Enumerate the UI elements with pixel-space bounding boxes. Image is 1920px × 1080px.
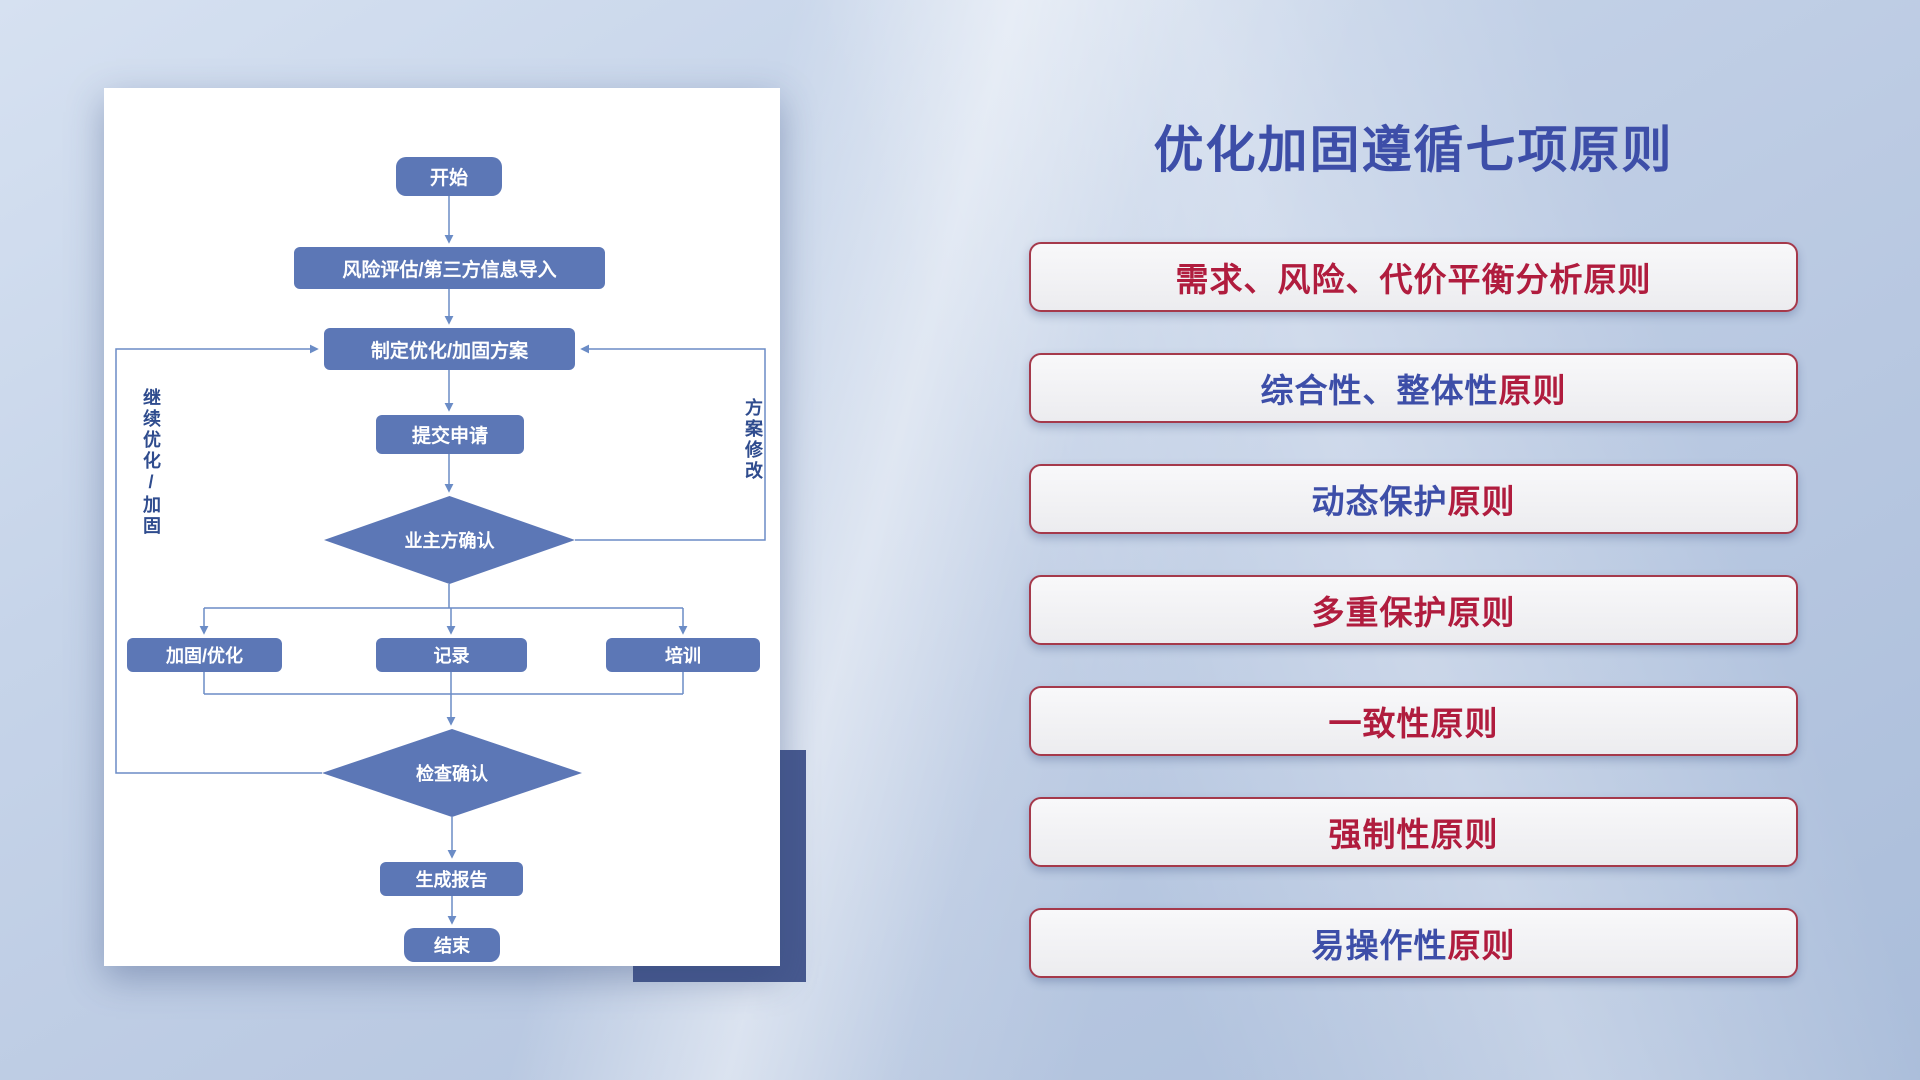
flowchart-node-training: 培训 bbox=[606, 638, 760, 672]
slide-title: 优化加固遵循七项原则 bbox=[1153, 122, 1674, 178]
principle-text: 强制性原则 bbox=[1328, 816, 1499, 853]
principle-box: 一致性原则 bbox=[1029, 686, 1798, 756]
flowchart-node-risk-import: 风险评估/第三方信息导入 bbox=[294, 247, 605, 289]
principle-box: 需求、风险、代价平衡分析原则 bbox=[1029, 242, 1798, 312]
principle-text: 原则 bbox=[1498, 372, 1567, 409]
flowchart-node-make-plan: 制定优化/加固方案 bbox=[324, 328, 575, 370]
principle-box: 综合性、整体性原则 bbox=[1029, 353, 1798, 423]
principle-text: 需求、风险、代价平衡分析原则 bbox=[1175, 261, 1652, 298]
principle-text: 易操作性 bbox=[1311, 927, 1448, 964]
flow-connector-lines bbox=[115, 196, 766, 925]
principle-box: 动态保护原则 bbox=[1029, 464, 1798, 534]
loop-label-continue-optimize: 继续优化/加固 bbox=[141, 388, 161, 537]
principle-text: 动态保护 bbox=[1311, 483, 1448, 520]
flowchart-node-start: 开始 bbox=[396, 157, 502, 196]
flowchart-node-report: 生成报告 bbox=[380, 862, 523, 896]
flowchart-node-record: 记录 bbox=[376, 638, 527, 672]
flowchart-node-end: 结束 bbox=[404, 928, 500, 962]
principles-panel: 优化加固遵循七项原则 需求、风险、代价平衡分析原则综合性、整体性原则动态保护原则… bbox=[1029, 0, 1798, 1080]
principle-box: 多重保护原则 bbox=[1029, 575, 1798, 645]
principle-box: 强制性原则 bbox=[1029, 797, 1798, 867]
loop-label-plan-modify: 方案修改 bbox=[743, 398, 763, 482]
principle-text: 原则 bbox=[1447, 483, 1516, 520]
principle-text: 原则 bbox=[1447, 927, 1516, 964]
principles-list: 需求、风险、代价平衡分析原则综合性、整体性原则动态保护原则多重保护原则一致性原则… bbox=[1029, 242, 1798, 978]
flowchart-node-reinforce-optimize: 加固/优化 bbox=[127, 638, 282, 672]
principle-text: 多重保护原则 bbox=[1311, 594, 1516, 631]
flowchart-node-submit: 提交申请 bbox=[376, 415, 524, 454]
flowchart-connectors bbox=[115, 196, 766, 925]
principle-text: 一致性原则 bbox=[1328, 705, 1499, 742]
principle-text: 综合性、整体性 bbox=[1260, 372, 1499, 409]
principle-box: 易操作性原则 bbox=[1029, 908, 1798, 978]
flowchart-card: 开始 风险评估/第三方信息导入 制定优化/加固方案 提交申请 业主方确认 加固/… bbox=[104, 88, 780, 966]
